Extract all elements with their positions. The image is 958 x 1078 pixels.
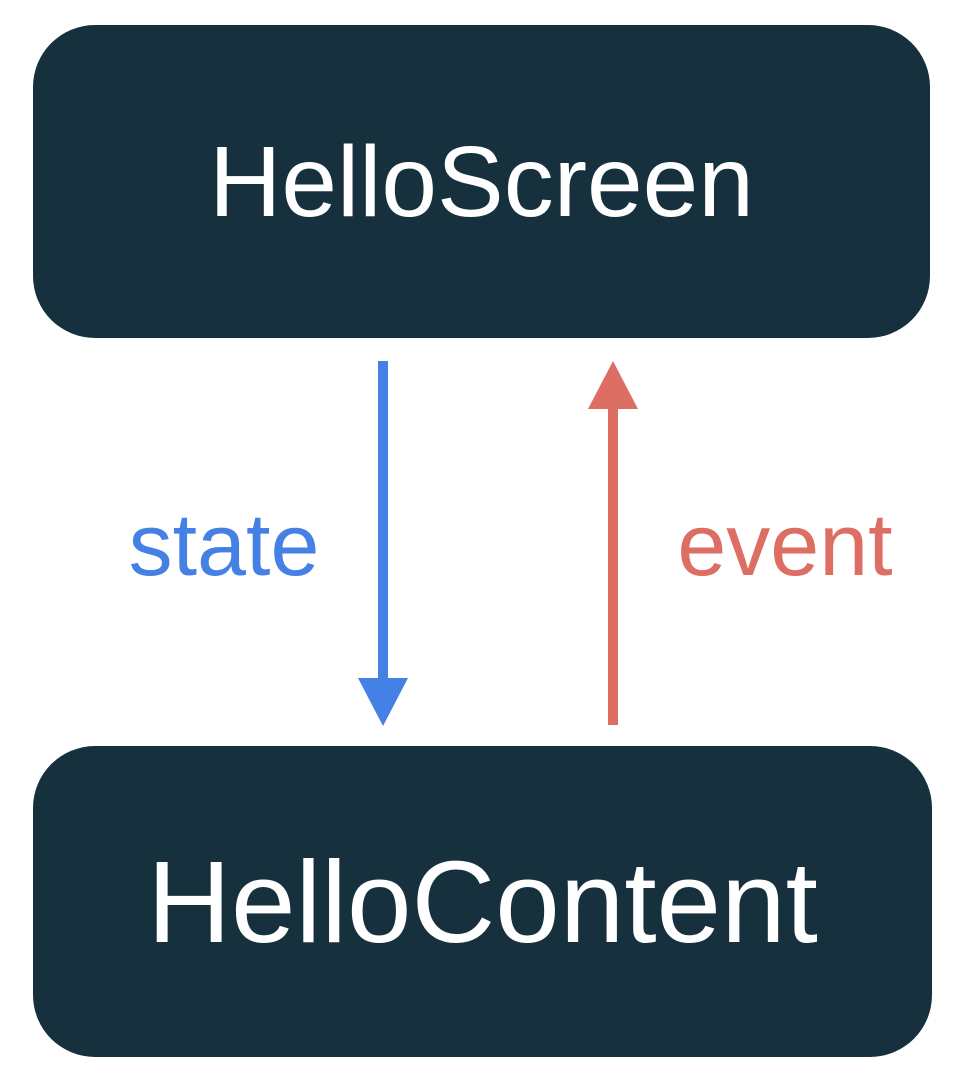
event-arrowhead-icon bbox=[588, 361, 638, 409]
state-edge-label: state bbox=[128, 495, 320, 594]
node-hello-content: HelloContent bbox=[33, 746, 932, 1057]
event-edge-label: event bbox=[677, 495, 893, 594]
state-arrowhead-icon bbox=[358, 678, 408, 726]
state-arrow bbox=[358, 361, 408, 726]
node-hello-screen: HelloScreen bbox=[33, 25, 930, 338]
event-arrow bbox=[588, 361, 638, 725]
node-hello-content-label: HelloContent bbox=[147, 836, 818, 967]
node-hello-screen-label: HelloScreen bbox=[209, 125, 754, 238]
